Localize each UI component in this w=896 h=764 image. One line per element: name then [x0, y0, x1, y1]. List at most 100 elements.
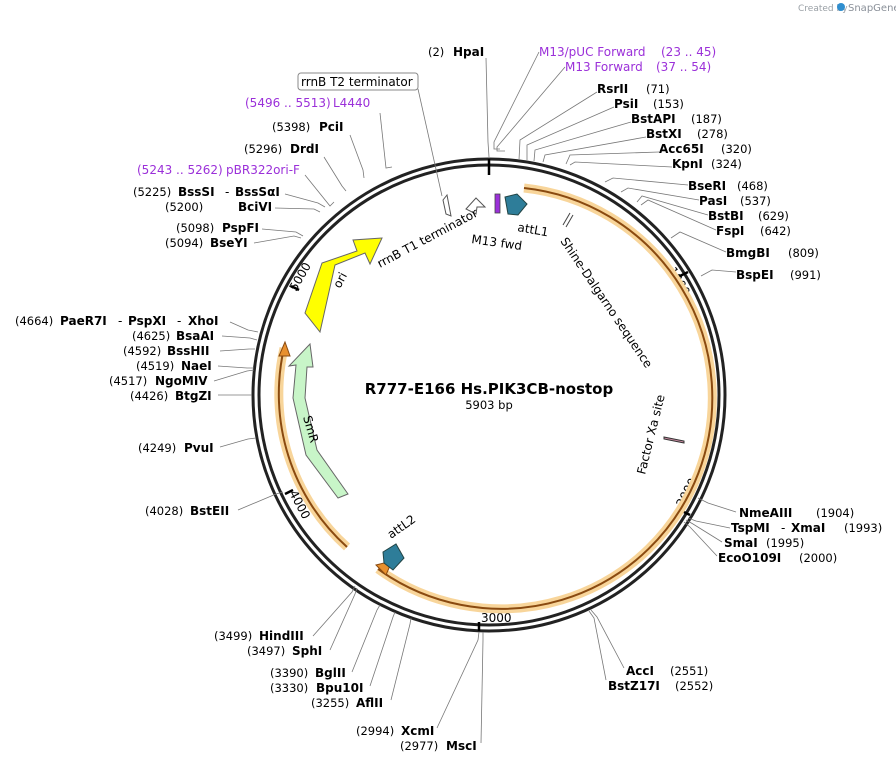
m13-fwd-feature: [494, 193, 501, 214]
site-bsssai-name: BssSαI: [235, 185, 280, 199]
site-bseyi-leader: [253, 235, 302, 244]
site-acci-leader: [590, 609, 625, 669]
site-tspmi-name: TspMI: [731, 521, 770, 535]
rrnb-t2-feature: [442, 193, 452, 217]
site-pspxi-sep: -: [177, 314, 181, 328]
plasmid-name: R777-E166 Hs.PIK3CB-nostop: [365, 380, 614, 398]
site-naei-leader: [217, 365, 254, 369]
sites-left: (2) HpaI (5398) PciI (5296) DrdI (5225) …: [15, 45, 490, 753]
site-tspmi-sep: -: [781, 521, 785, 535]
factor-xa-label: Factor Xa site: [634, 393, 667, 476]
site-btgzi-name: BtgZI: [175, 389, 212, 403]
site-bspei-leader: [700, 269, 737, 277]
site-hindiii-name: HindIII: [259, 629, 304, 643]
site-smai-leader: [685, 519, 723, 543]
site-bsaai-leader: [221, 335, 258, 341]
site-bglii-pos: (3390): [270, 666, 308, 680]
rrnb-t2-leader: [417, 88, 443, 197]
site-bpu10i-leader: [369, 611, 396, 687]
site-psii-pos: (153): [653, 97, 684, 111]
site-pspfi-pos: (5098): [176, 221, 214, 235]
rrnb-t1-feature: [465, 197, 487, 215]
primer-l4440-range: (5496 .. 5513): [245, 96, 331, 110]
site-xhoi-name: XhoI: [188, 314, 219, 328]
site-bseyi-name: BseYI: [210, 236, 248, 250]
primer-l4440-leader: [379, 112, 393, 169]
site-bstbi-leader: [636, 195, 709, 216]
site-pasi-leader: [620, 187, 700, 201]
site-naei-pos: (4519): [136, 359, 174, 373]
site-ngomiv-pos: (4517): [109, 374, 147, 388]
site-drdi-name: DrdI: [290, 142, 319, 156]
site-bcivi-pos: (5200): [165, 200, 203, 214]
site-msci-pos: (2977): [400, 739, 438, 753]
ori-label: ori: [330, 270, 350, 290]
site-pcii-pos: (5398): [272, 120, 310, 134]
site-ngomiv-name: NgoMIV: [155, 374, 208, 388]
shine-dalgarno-label: Shine-Dalgarno sequence: [558, 235, 656, 371]
site-sphi-pos: (3497): [247, 644, 285, 658]
site-fspi-leader: [640, 199, 717, 231]
site-hpai-leader: [485, 57, 490, 158]
site-ecoo109i-name: EcoO109I: [718, 551, 781, 565]
site-smai-pos: (1995): [766, 536, 804, 550]
site-bstxi-name: BstXI: [646, 127, 682, 141]
site-pspxi-name: PspXI: [128, 314, 166, 328]
site-paer7i-pos: (4664): [15, 314, 53, 328]
primer-m13-forward-leader: [496, 66, 566, 152]
site-bseri-leader: [604, 177, 689, 186]
site-kpni-leader: [569, 161, 673, 168]
site-nmeaiii-leader: [697, 497, 737, 513]
site-hindiii-leader: [312, 585, 356, 637]
site-aflii-name: AflII: [356, 696, 383, 710]
site-kpni-pos: (324): [711, 157, 742, 171]
site-paer7i-sep: -: [118, 314, 122, 328]
orf2-arc: [277, 347, 348, 548]
site-bcivi-leader: [274, 207, 321, 213]
credit-prefix: Created by: [798, 4, 848, 14]
site-bmgbi-leader: [670, 231, 727, 253]
site-aflii-leader: [390, 617, 412, 701]
site-xcmi-leader: [436, 631, 480, 729]
snapgene-logo-icon: [837, 3, 845, 11]
site-msci-name: MscI: [446, 739, 477, 753]
site-smai-name: SmaI: [724, 536, 758, 550]
sites-right: RsrII (71) PsiI (153) BstAPI (187) BstXI…: [518, 82, 882, 693]
site-pvui-pos: (4249): [138, 441, 176, 455]
site-paer7i-name: PaeR7I: [60, 314, 107, 328]
smr-feature: [287, 342, 349, 499]
site-bstapi-name: BstAPI: [631, 112, 676, 126]
credit-brand: SnapGene: [848, 3, 896, 14]
site-pvui-name: PvuI: [184, 441, 214, 455]
site-bglii-leader: [351, 604, 381, 673]
shine-dalgarno-mark-b: [565, 214, 574, 228]
site-hpai-pos: (2): [428, 45, 444, 59]
rrnb-t2-callout: rrnB T2 terminator: [297, 72, 443, 197]
site-drdi-leader: [323, 156, 347, 192]
ori-feature: [304, 237, 383, 334]
primer-m13-puc-forward-range: (23 .. 45): [661, 45, 716, 59]
factor-xa-feature: [663, 436, 685, 444]
site-bsssi-pos: (5225): [133, 185, 171, 199]
site-ecoo109i-leader: [683, 521, 718, 557]
site-bsssi-leader: [284, 193, 326, 208]
site-bpu10i-name: Bpu10I: [316, 681, 363, 695]
site-kpni-name: KpnI: [672, 157, 703, 171]
site-bspei-pos: (991): [790, 268, 821, 282]
site-aflii-pos: (3255): [311, 696, 349, 710]
site-bsshii-name: BssHII: [167, 344, 209, 358]
site-bmgbi-pos: (809): [788, 246, 819, 260]
site-pspfi-leader: [261, 228, 304, 237]
site-bstz17i-pos: (2552): [675, 679, 713, 693]
site-acc65i-name: Acc65I: [659, 142, 704, 156]
site-acc65i-leader: [565, 151, 660, 165]
site-tspmi-pos: (1993): [844, 521, 882, 535]
attl1-label: attL1: [516, 220, 549, 239]
site-bsshii-pos: (4592): [123, 344, 161, 358]
site-fspi-name: FspI: [716, 224, 744, 238]
site-bstxi-leader: [542, 136, 647, 163]
site-bspei-name: BspEI: [736, 268, 774, 282]
site-pasi-name: PasI: [699, 194, 727, 208]
orf2-arrowhead: [278, 340, 291, 357]
